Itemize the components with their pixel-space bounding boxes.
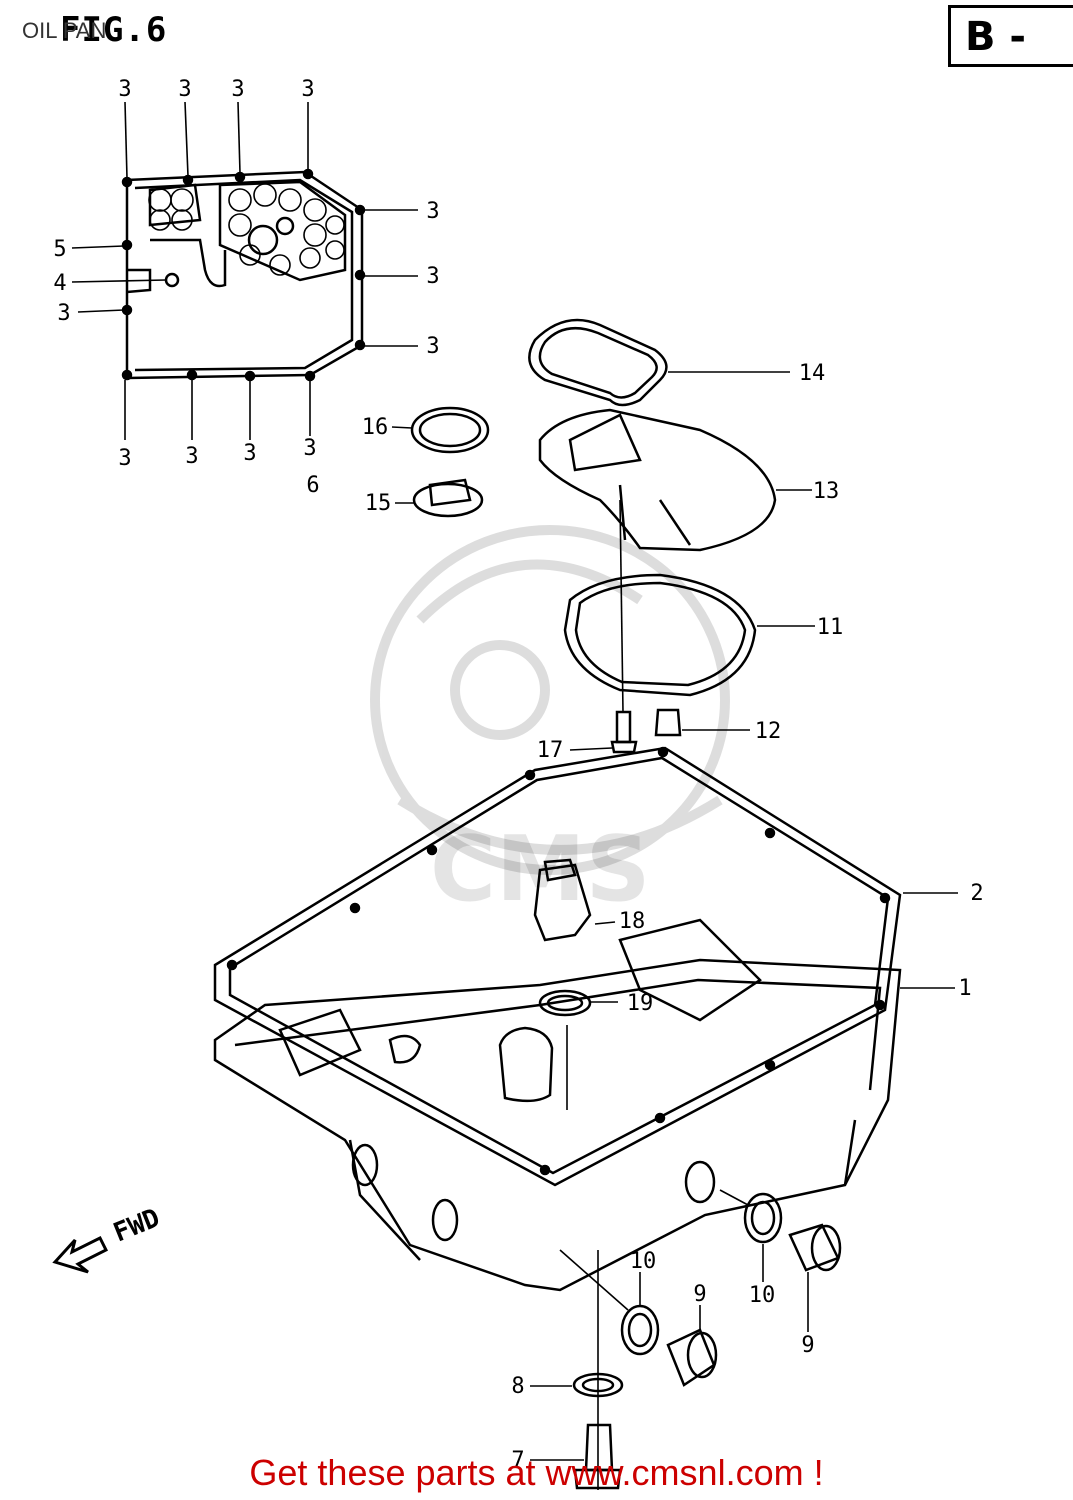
callout-1: 1 bbox=[958, 976, 971, 1001]
callout-17: 17 bbox=[537, 738, 564, 763]
callout-3: 3 bbox=[301, 77, 314, 102]
callout-3: 3 bbox=[426, 264, 439, 289]
callout-3: 3 bbox=[57, 301, 70, 326]
callout-4: 4 bbox=[53, 271, 66, 296]
callout-3: 3 bbox=[231, 77, 244, 102]
callout-9: 9 bbox=[801, 1333, 814, 1358]
callout-12: 12 bbox=[755, 719, 782, 744]
callout-14: 14 bbox=[799, 361, 826, 386]
section-code: B - bbox=[965, 14, 1027, 60]
callout-11: 11 bbox=[817, 615, 844, 640]
callout-9: 9 bbox=[693, 1282, 706, 1307]
callout-10: 10 bbox=[630, 1249, 657, 1274]
footer-link-text[interactable]: Get these parts at www.cmsnl.com ! bbox=[249, 1452, 824, 1493]
forward-arrow-icon bbox=[52, 1235, 109, 1274]
callout-13: 13 bbox=[813, 479, 840, 504]
callout-3: 3 bbox=[243, 441, 256, 466]
callout-3: 3 bbox=[118, 446, 131, 471]
callout-7: 7 bbox=[511, 1448, 524, 1473]
figure-number: FIG.6 bbox=[60, 10, 168, 50]
callout-10: 10 bbox=[749, 1283, 776, 1308]
callout-6: 6 bbox=[306, 473, 319, 498]
callout-3: 3 bbox=[426, 334, 439, 359]
watermark-logo bbox=[370, 525, 730, 875]
callout-15: 15 bbox=[365, 491, 392, 516]
oil-pan-assembly bbox=[213, 746, 958, 1490]
callout-19: 19 bbox=[627, 991, 654, 1016]
page-subtitle: OIL PAN bbox=[22, 18, 107, 43]
callout-3: 3 bbox=[118, 77, 131, 102]
forward-direction-label: FWD bbox=[109, 1203, 164, 1248]
callout-16: 16 bbox=[362, 415, 389, 440]
gasket-plan-view bbox=[71, 101, 418, 440]
callout-8: 8 bbox=[511, 1374, 524, 1399]
strainer-assembly bbox=[391, 318, 815, 754]
callout-3: 3 bbox=[426, 199, 439, 224]
callout-2: 2 bbox=[970, 881, 983, 906]
callout-3: 3 bbox=[178, 77, 191, 102]
callout-3: 3 bbox=[303, 436, 316, 461]
callout-3: 3 bbox=[185, 444, 198, 469]
callout-5: 5 bbox=[53, 237, 66, 262]
callout-18: 18 bbox=[619, 909, 646, 934]
section-code-box: B - bbox=[948, 5, 1073, 67]
